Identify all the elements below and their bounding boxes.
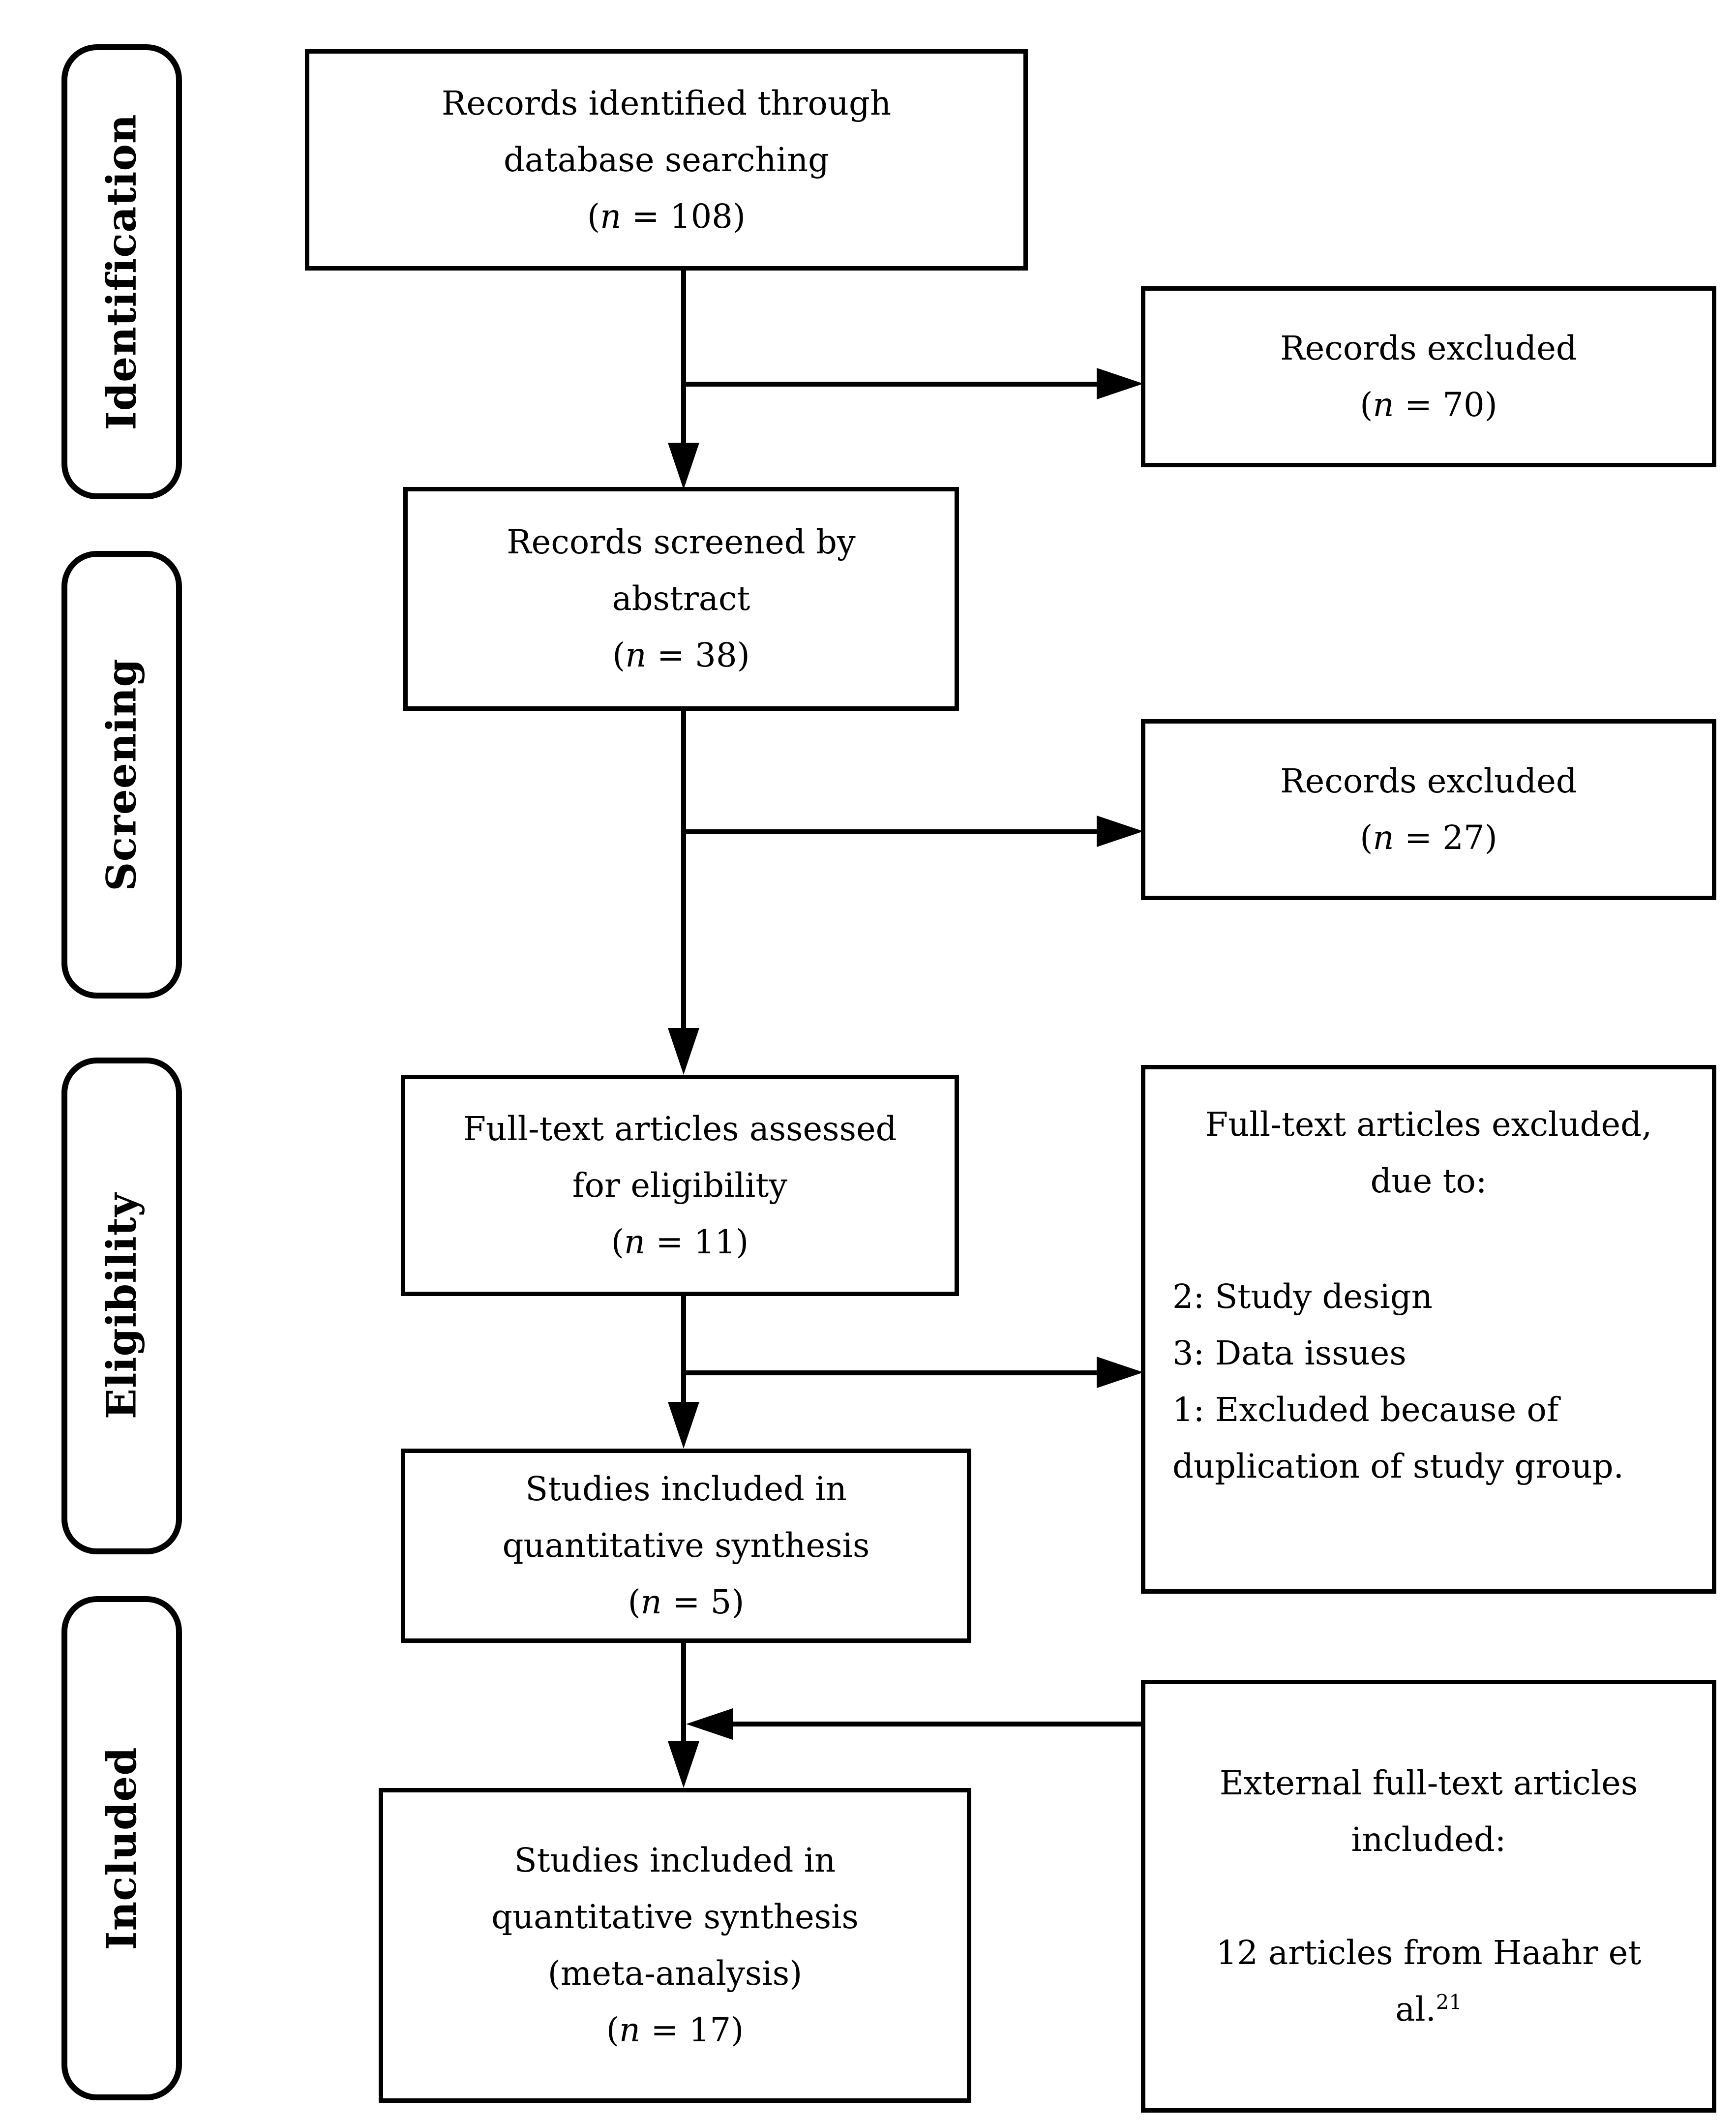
connector-to-excluded-1 bbox=[684, 382, 1102, 387]
arrowhead-right-to-fulltext-excluded bbox=[1097, 1357, 1143, 1388]
connector-to-excluded-2 bbox=[684, 829, 1102, 834]
stage-box-included: Included bbox=[61, 1596, 182, 2100]
arrowhead-down-to-screened bbox=[668, 443, 699, 489]
stage-box-eligibility: Eligibility bbox=[61, 1058, 182, 1554]
arrowhead-left-from-external bbox=[686, 1708, 733, 1740]
arrowhead-down-to-meta bbox=[668, 1741, 699, 1788]
connector-from-external-articles bbox=[733, 1722, 1141, 1726]
arrowhead-right-to-excluded-2 bbox=[1097, 816, 1143, 847]
arrowhead-down-to-fulltext bbox=[668, 1028, 699, 1075]
stage-label-identification: Identification bbox=[98, 113, 146, 430]
stage-box-screening: Screening bbox=[61, 551, 182, 999]
stage-box-identification: Identification bbox=[61, 44, 182, 499]
connector-identified-to-screened bbox=[681, 271, 686, 448]
connector-quantitative-to-meta bbox=[681, 1643, 686, 1744]
arrowhead-right-to-excluded-1 bbox=[1097, 368, 1143, 399]
connector-fulltext-to-quantitative bbox=[681, 1296, 686, 1404]
box-records-excluded-1: Records excluded(n = 70) bbox=[1141, 286, 1716, 467]
box-fulltext-excluded: Full-text articles excluded,due to: 2: S… bbox=[1141, 1065, 1716, 1594]
stage-label-eligibility: Eligibility bbox=[98, 1192, 146, 1420]
stage-label-screening: Screening bbox=[98, 658, 146, 891]
arrowhead-down-to-quantitative bbox=[668, 1402, 699, 1449]
stage-label-included: Included bbox=[98, 1746, 146, 1950]
connector-screened-to-fulltext bbox=[681, 711, 686, 1030]
fulltext-excluded-heading: Full-text articles excluded,due to: bbox=[1205, 1105, 1652, 1200]
box-records-excluded-2: Records excluded(n = 27) bbox=[1141, 719, 1716, 900]
connector-to-fulltext-excluded bbox=[684, 1370, 1102, 1375]
